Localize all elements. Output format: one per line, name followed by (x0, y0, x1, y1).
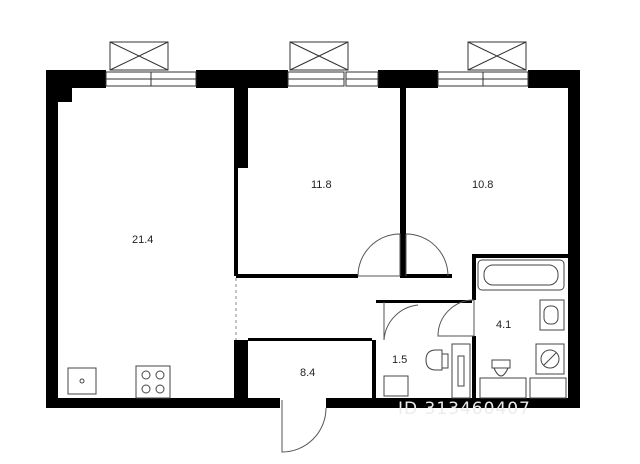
room-label-bedroom-1: 11.8 (311, 179, 332, 191)
sink-icon (67, 367, 97, 395)
window-units (109, 41, 527, 71)
doors (281, 233, 475, 453)
wall-bottom-2 (326, 398, 580, 408)
toilet-icon (491, 359, 511, 377)
wc-toilet-icon (425, 349, 443, 371)
room-label-wc: 1.5 (392, 354, 407, 366)
room-label-bathroom: 4.1 (496, 319, 511, 331)
bathroom-fixtures (477, 259, 567, 399)
wall-top-3 (378, 70, 438, 88)
wc-fixtures (383, 343, 471, 399)
window-unit-right (467, 41, 527, 71)
washbasin-icon (539, 299, 565, 331)
wall-top-4 (528, 70, 578, 88)
wall-notch (58, 88, 72, 102)
interior-walls (234, 88, 568, 400)
bathtub-icon (477, 259, 565, 291)
door-wc (383, 302, 419, 341)
wall-bottom-1 (46, 398, 280, 408)
washing-machine-icon (535, 343, 565, 375)
kitchen-fixtures (67, 365, 171, 399)
door-bathroom (437, 299, 475, 337)
door-bedroom-1 (357, 233, 401, 277)
room-label-bedroom-2: 10.8 (472, 179, 493, 191)
window-unit-left (109, 41, 169, 71)
windows (105, 71, 529, 87)
door-entrance (281, 400, 327, 453)
door-bedroom-2 (405, 233, 449, 277)
room-labels: 21.4 11.8 10.8 4.1 1.5 8.4 (132, 179, 511, 379)
window-unit-middle (289, 41, 349, 71)
watermark: ID 313460407 (398, 399, 531, 419)
room-label-hall: 8.4 (300, 367, 315, 379)
exterior-walls (46, 70, 580, 408)
stove-icon (135, 365, 171, 399)
wall-top-2 (196, 70, 288, 88)
wall-right (568, 70, 580, 408)
wall-left (46, 70, 58, 408)
room-label-living: 21.4 (132, 234, 153, 246)
wc-sink-icon (383, 375, 409, 397)
wall-top-1 (46, 70, 106, 88)
